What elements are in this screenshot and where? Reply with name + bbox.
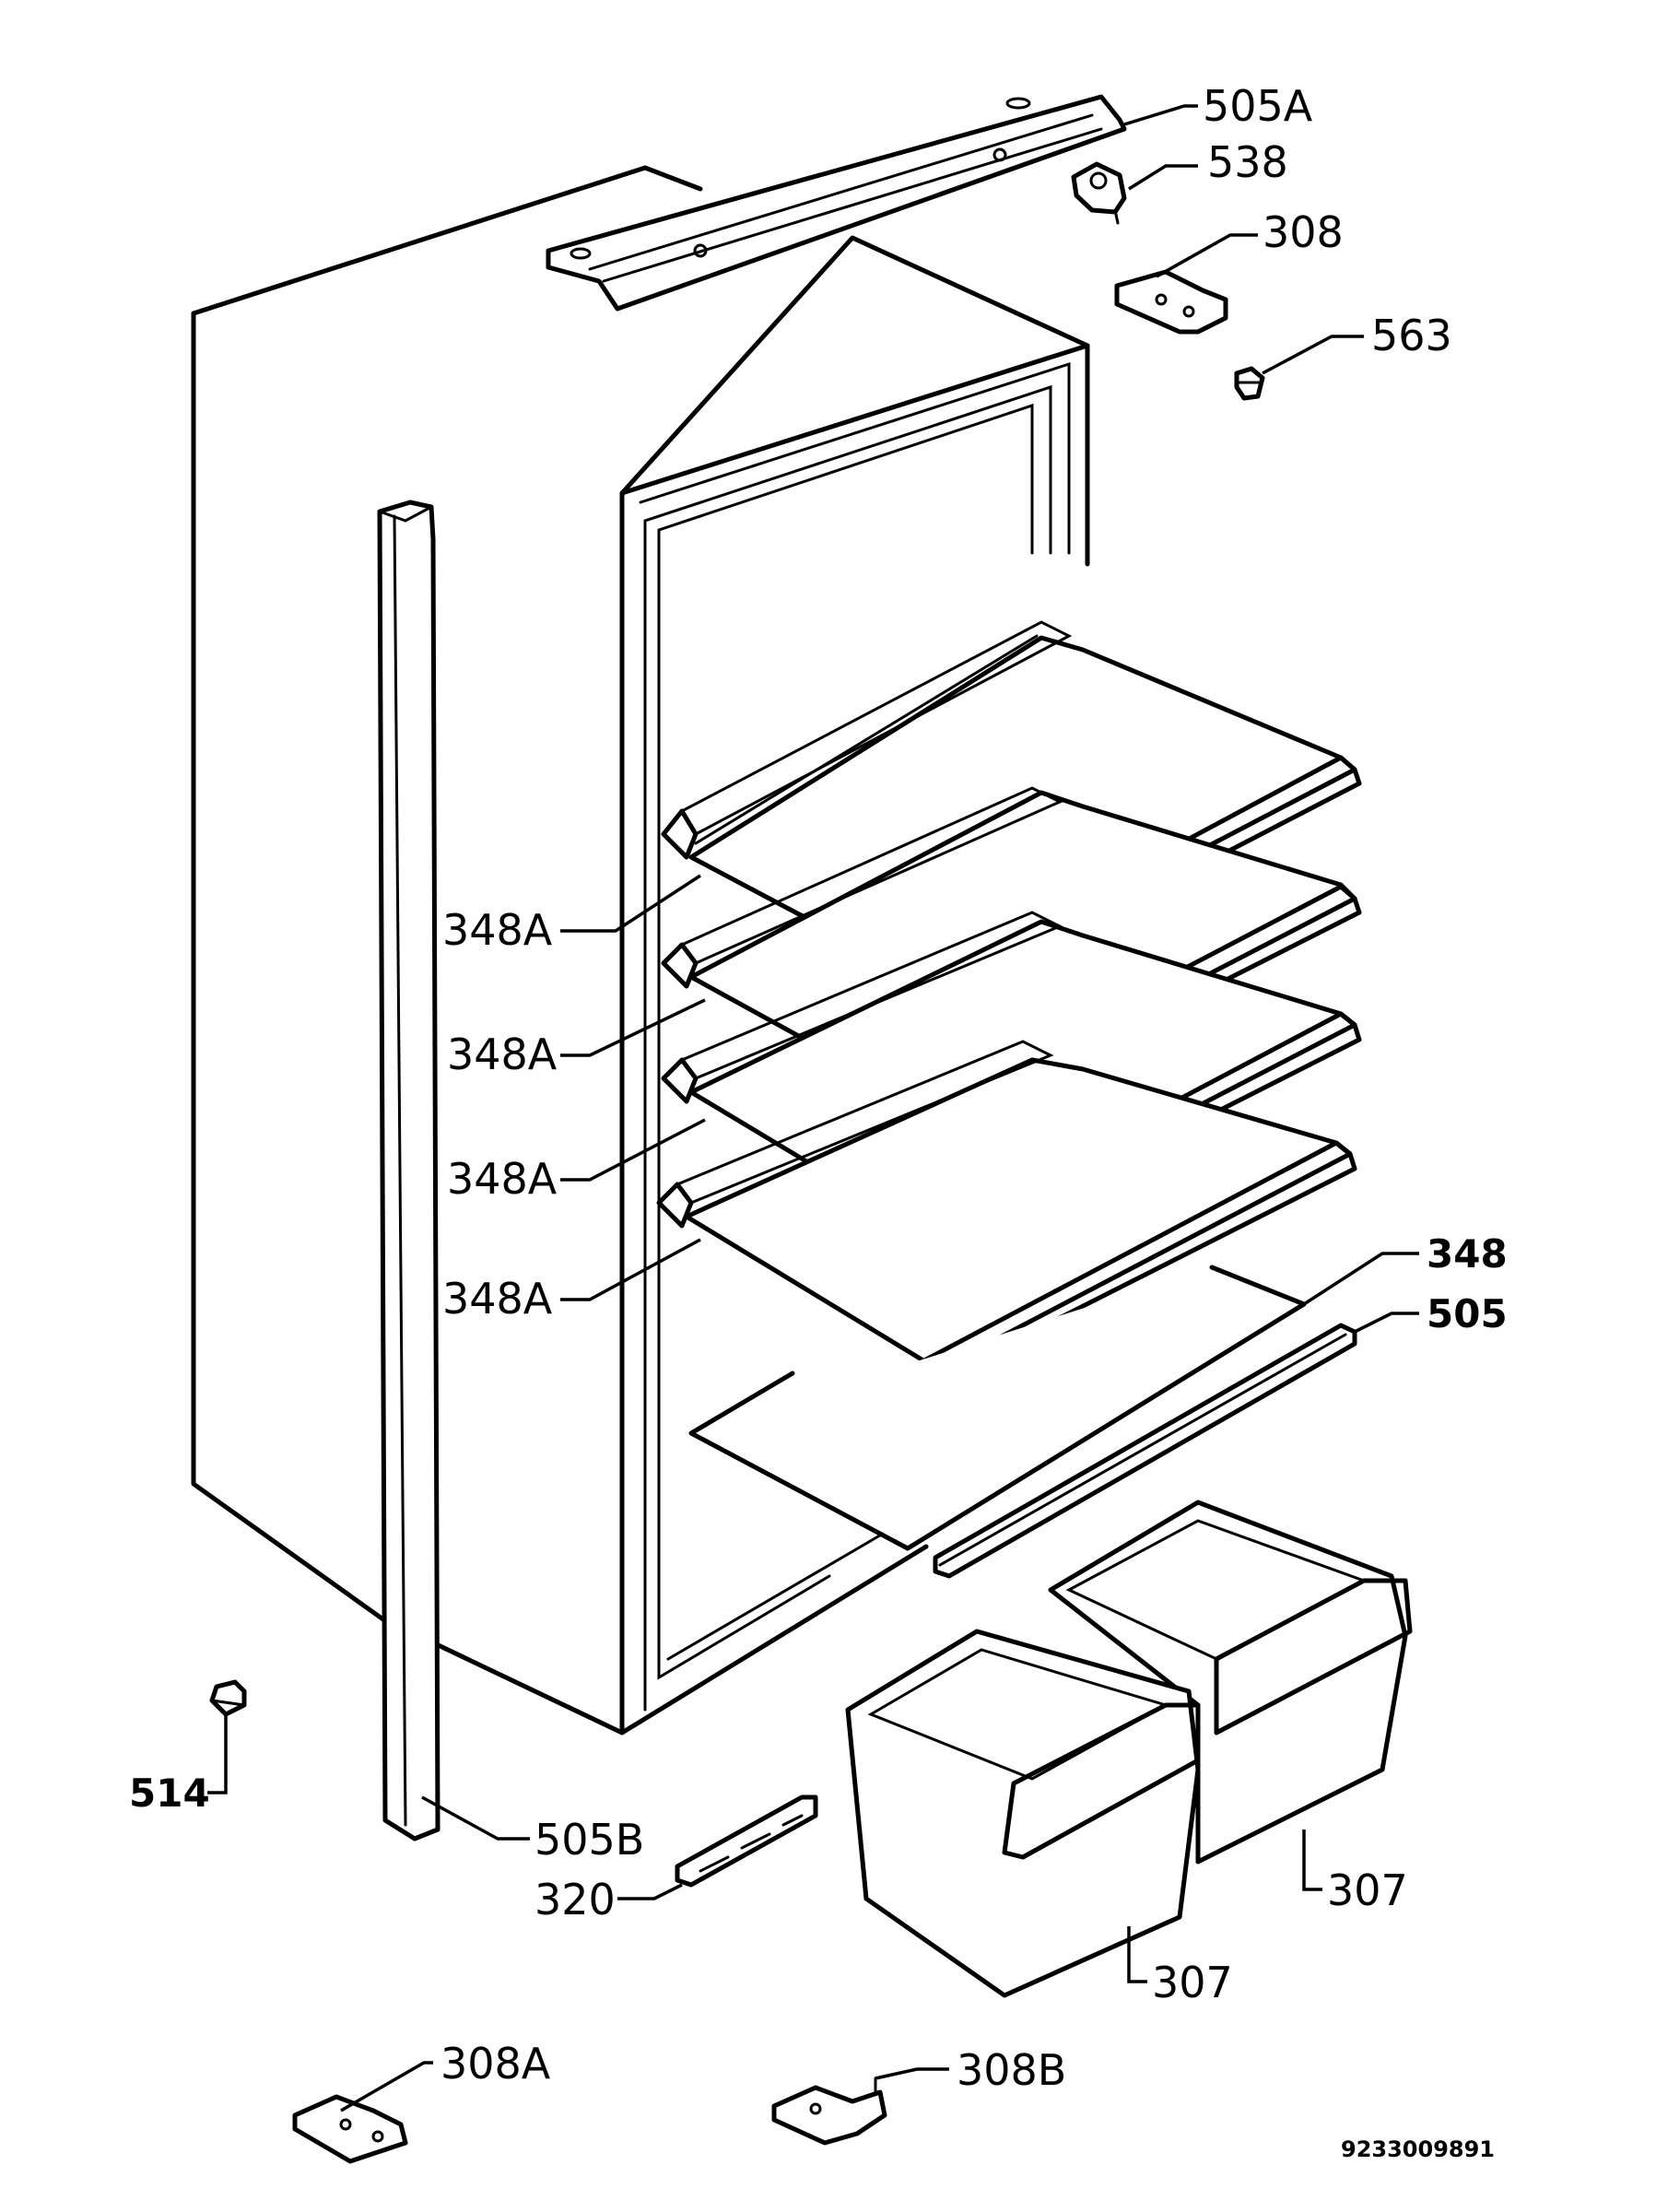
label-538: 538: [1207, 137, 1288, 187]
label-348a-1: 348A: [442, 905, 553, 955]
label-348a-2: 348A: [447, 1030, 558, 1079]
label-308a: 308A: [440, 2039, 551, 2088]
document-number: 9233009891: [1341, 2136, 1495, 2162]
part-labels: 505A 538 308 563 348A 348A 348A 348A 348…: [129, 81, 1508, 2162]
label-505b: 505B: [534, 1815, 644, 1865]
label-505a: 505A: [1203, 81, 1313, 131]
label-505: 505: [1427, 1291, 1508, 1336]
slide-rail-320: [675, 1794, 818, 1888]
bottom-hinge-308a: [292, 2094, 408, 2164]
label-307-left: 307: [1152, 1958, 1233, 2007]
label-308b: 308B: [957, 2045, 1066, 2095]
label-348: 348: [1427, 1231, 1508, 1277]
cabinet: [191, 165, 1090, 1735]
label-308: 308: [1263, 207, 1344, 257]
top-rail-505a: [546, 94, 1127, 312]
bottom-hinge-308b: [771, 2077, 887, 2146]
foot-514: [209, 1679, 247, 1717]
label-307-right: 307: [1327, 1865, 1408, 1915]
label-348a-4: 348A: [442, 1274, 553, 1324]
screw-563: [1234, 366, 1265, 401]
label-348a-3: 348A: [447, 1154, 558, 1204]
crisper-cover-348: [688, 1265, 1307, 1551]
light-bracket-538: [1071, 161, 1127, 225]
label-563: 563: [1371, 311, 1452, 360]
side-rail-505b: [377, 500, 440, 1841]
leader-lines: [207, 104, 1419, 2112]
crisper-left-307: [845, 1629, 1201, 1998]
label-320: 320: [534, 1875, 616, 1924]
top-hinge-308: [1114, 269, 1228, 335]
label-514: 514: [129, 1771, 210, 1816]
cover-strip-505: [933, 1323, 1357, 1579]
